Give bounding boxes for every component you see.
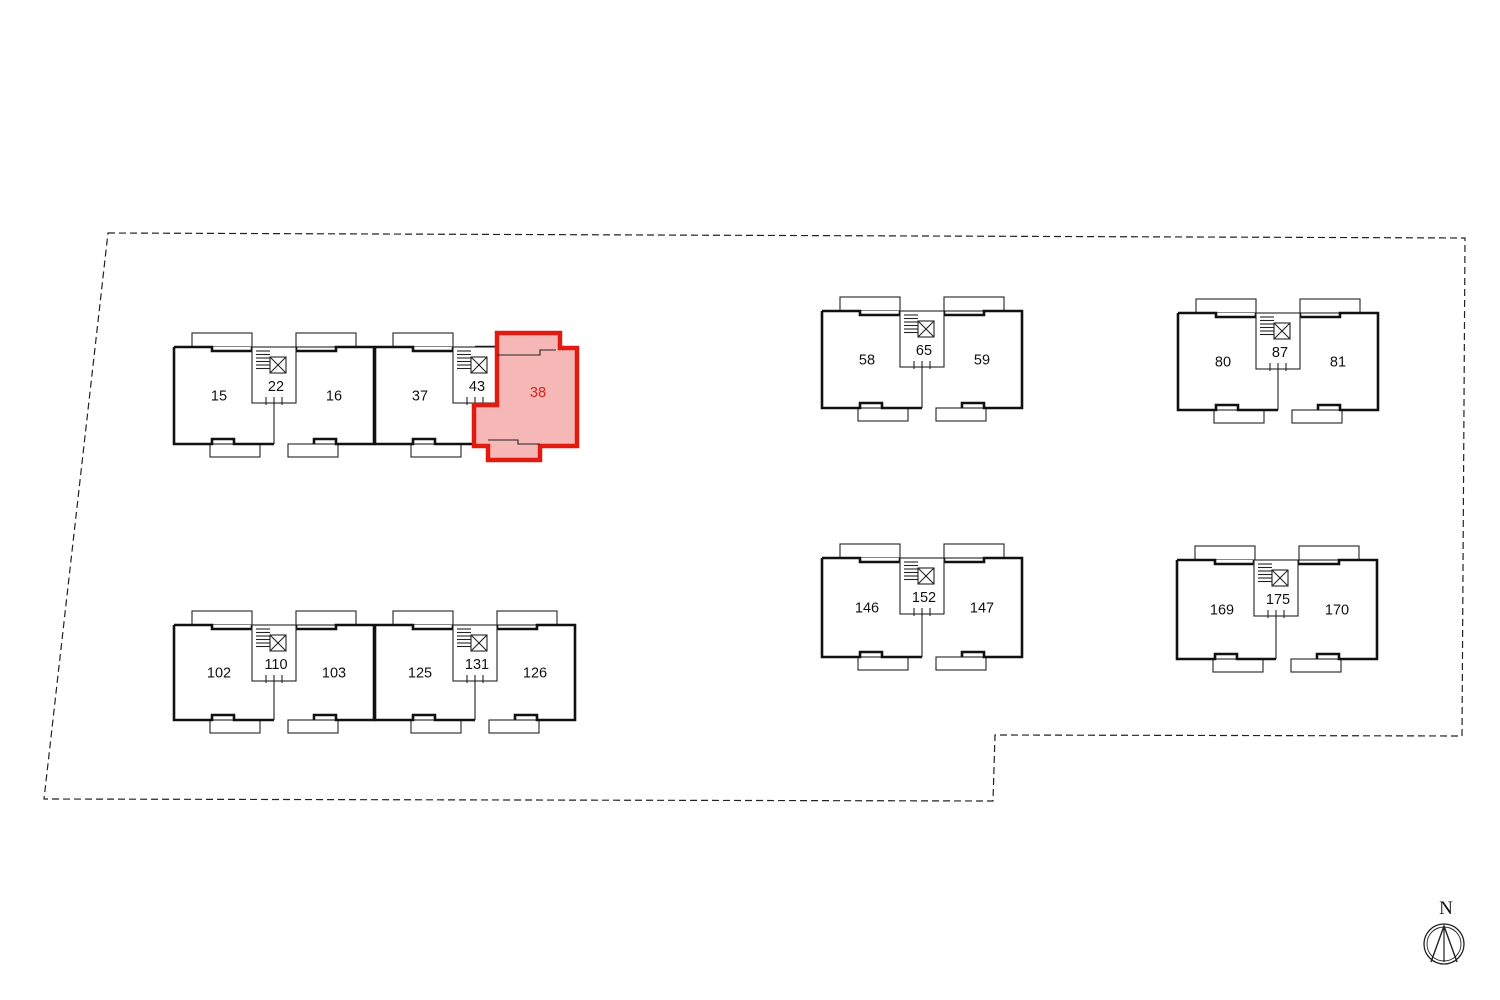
building-south-center: 152 146 147 [820, 543, 1024, 671]
stair-label-87: 87 [1272, 345, 1288, 361]
unit-label-16[interactable]: 16 [326, 388, 342, 404]
unit-label-81[interactable]: 81 [1330, 354, 1346, 370]
unit-label-38: 38 [530, 385, 546, 401]
stair-label-175: 175 [1266, 592, 1290, 608]
stair-label-43: 43 [469, 379, 485, 395]
north-label: N [1439, 898, 1453, 919]
site-boundary [43, 232, 1466, 802]
unit-label-146[interactable]: 146 [855, 600, 879, 616]
unit-label-37[interactable]: 37 [412, 388, 428, 404]
unit-label-103[interactable]: 103 [322, 665, 346, 681]
stair-label-110: 110 [264, 657, 287, 673]
unit-label-169[interactable]: 169 [1210, 602, 1234, 618]
building-south-east: 175 169 170 [1175, 545, 1379, 673]
unit-label-58[interactable]: 58 [859, 352, 875, 368]
building-north-east: 87 80 81 [1176, 298, 1380, 424]
unit-label-80[interactable]: 80 [1215, 354, 1231, 370]
unit-label-125[interactable]: 125 [408, 665, 432, 681]
stair-label-65: 65 [916, 343, 932, 359]
stair-label-152: 152 [912, 590, 936, 606]
unit-label-170[interactable]: 170 [1325, 602, 1349, 618]
selected-unit-38[interactable]: 38 [471, 330, 580, 463]
building-north-center: 65 58 59 [820, 296, 1024, 422]
unit-label-102[interactable]: 102 [207, 665, 231, 681]
unit-label-15[interactable]: 15 [211, 388, 227, 404]
building-south-west-2: 131 125 126 [373, 610, 577, 734]
building-north-west-1: 22 15 16 [172, 332, 376, 458]
stair-label-22: 22 [268, 379, 284, 395]
building-north-west-2: 43 37 [373, 332, 539, 458]
buildings-layer: 22 15 16 43 37 110 102 103 131 125 126 65 58 59 87 80 81… [172, 296, 1380, 734]
unit-label-126[interactable]: 126 [523, 665, 547, 681]
unit-label-59[interactable]: 59 [974, 352, 990, 368]
north-arrow-icon: N [1423, 898, 1465, 965]
building-south-west-1: 110 102 103 [172, 610, 376, 734]
unit-label-147[interactable]: 147 [970, 600, 994, 616]
stair-label-131: 131 [465, 657, 489, 673]
